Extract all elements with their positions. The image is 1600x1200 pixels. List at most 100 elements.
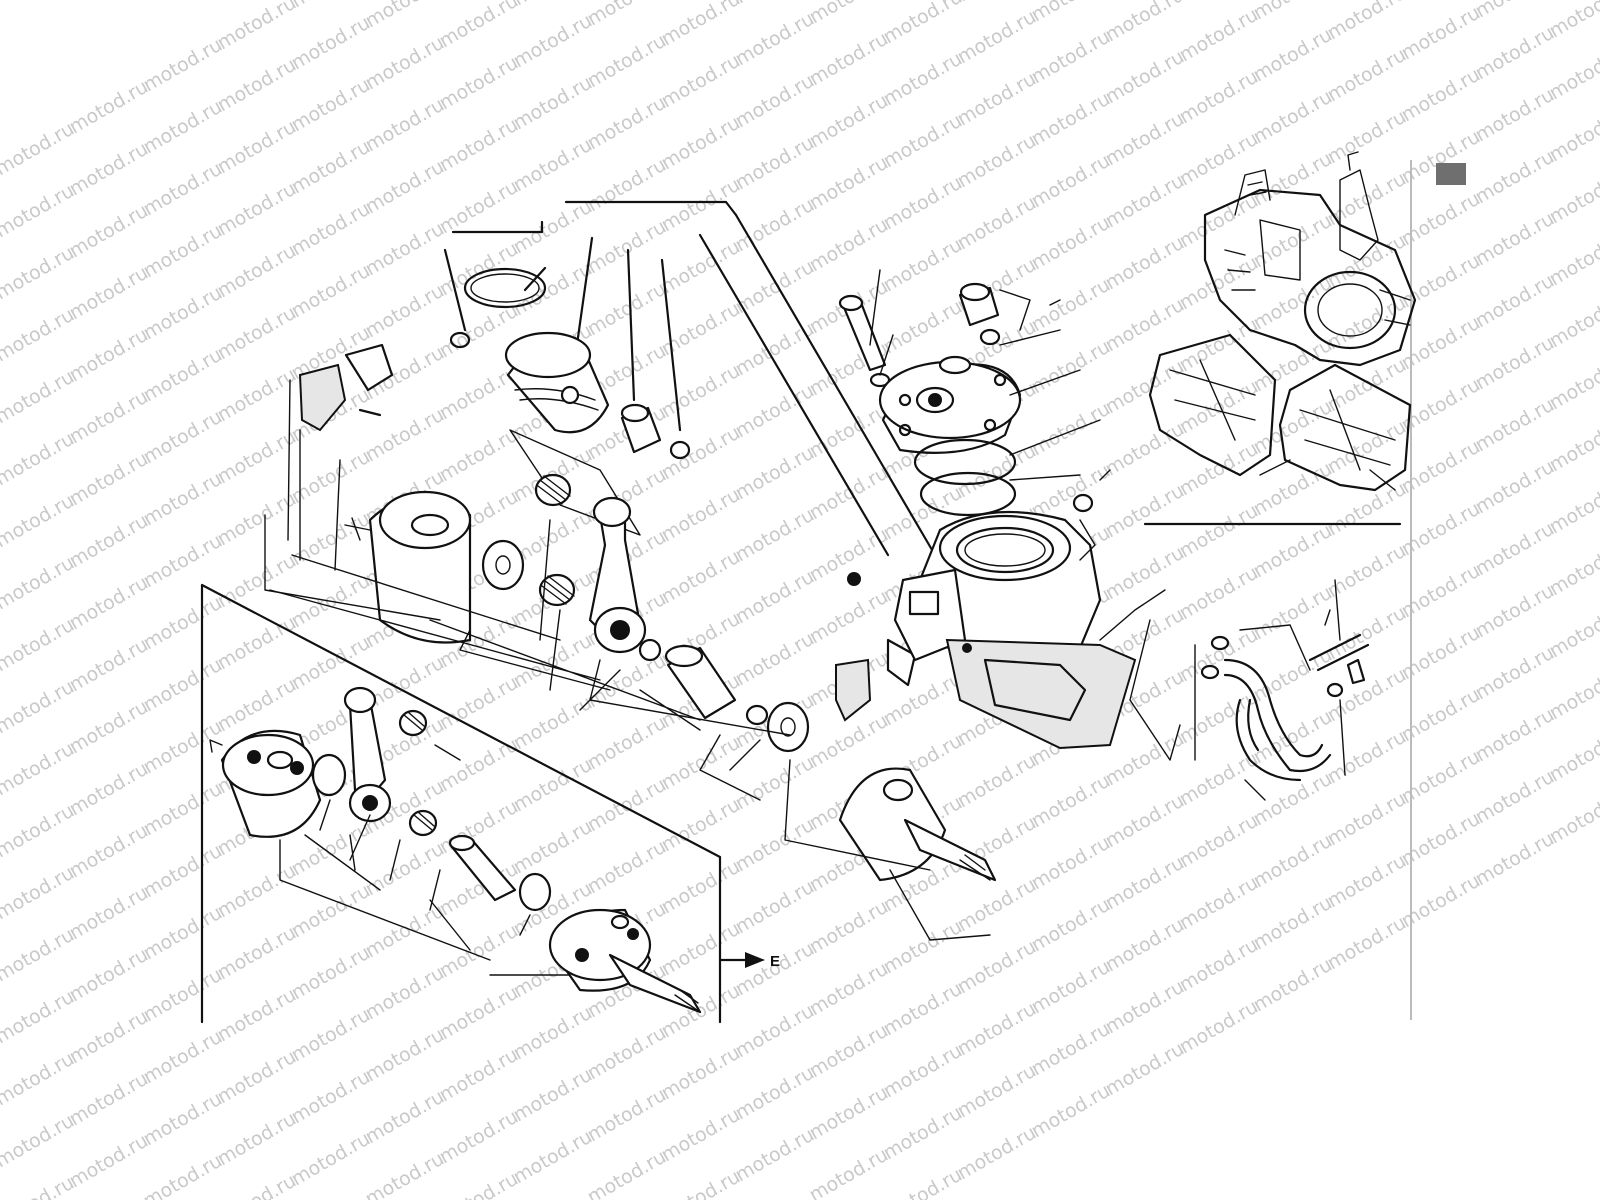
watermark-text: motod.ru: [1176, 500, 1262, 563]
watermark-text: motod.ru: [1176, 66, 1262, 129]
watermark-text: motod.ru: [1250, 954, 1336, 1017]
watermark-text: motod.ru: [66, 510, 152, 573]
watermark-text: motod.ru: [436, 734, 522, 797]
watermark-text: motod.ru: [732, 442, 818, 505]
watermark-text: motod.ru: [1028, 1018, 1114, 1081]
watermark-text: motod.ru: [806, 0, 892, 28]
watermark-text: motod.ru: [362, 962, 448, 1025]
watermark-text: motod.ru: [1472, 518, 1558, 581]
watermark-text: motod.ru: [1546, 538, 1600, 601]
watermark-text: motod.ru: [1472, 332, 1558, 395]
watermark-text: motod.ru: [806, 462, 892, 525]
watermark-text: motod.ru: [732, 566, 818, 629]
watermark-text: motod.ru: [66, 758, 152, 821]
watermark-text: motod.ru: [362, 0, 448, 32]
watermark-text: motod.ru: [1176, 810, 1262, 873]
watermark-text: motod.ru: [1028, 212, 1114, 275]
watermark-text: motod.ru: [806, 1082, 892, 1145]
watermark-text: motod.ru: [1324, 726, 1410, 789]
watermark-text: motod.ru: [1546, 104, 1600, 167]
watermark-text: motod.ru: [1250, 458, 1336, 521]
watermark-text: motod.ru: [66, 138, 152, 201]
watermark-text: motod.ru: [66, 76, 152, 139]
watermark-text: motod.ru: [0, 738, 78, 801]
watermark-text: motod.ru: [1250, 768, 1336, 831]
watermark-text: motod.ru: [1102, 170, 1188, 233]
watermark-text: motod.ru: [66, 696, 152, 759]
watermark-text: motod.ru: [732, 1062, 818, 1125]
watermark-text: motod.ru: [880, 668, 966, 731]
watermark-text: motod.ru: [140, 34, 226, 97]
watermark-text: motod.ru: [1102, 542, 1188, 605]
watermark-text: motod.ru: [1102, 790, 1188, 853]
watermark-text: motod.ru: [880, 48, 966, 111]
watermark-text: motod.ru: [1102, 480, 1188, 543]
watermark-text: motod.ru: [954, 1060, 1040, 1123]
watermark-text: motod.ru: [1324, 602, 1410, 665]
watermark-text: motod.ru: [732, 380, 818, 443]
cylinder-barrel: [847, 493, 1137, 750]
watermark-text: motod.ru: [0, 552, 78, 615]
watermark-text: motod.ru: [1472, 146, 1558, 209]
watermark-text: motod.ru: [1102, 108, 1188, 171]
watermark-text: motod.ru: [436, 1044, 522, 1107]
watermark-text: motod.ru: [0, 180, 78, 243]
watermark-text: motod.ru: [510, 692, 596, 755]
watermark-text: motod.ru: [436, 920, 522, 983]
watermark-text: motod.ru: [0, 428, 78, 491]
watermark-text: motod.ru: [584, 154, 670, 217]
watermark-text: motod.ru: [1472, 828, 1558, 891]
watermark-text: motod.ru: [510, 1002, 596, 1065]
watermark-text: motod.ru: [658, 546, 744, 609]
needle-bearing-top: [534, 473, 572, 507]
watermark-text: motod.ru: [66, 1130, 152, 1193]
watermark-text: motod.ru: [1176, 0, 1262, 4]
watermark-text: motod.ru: [806, 1144, 892, 1200]
watermark-text: motod.ru: [1102, 46, 1188, 109]
leader-lines-middle: [264, 514, 991, 941]
watermark-text: motod.ru: [1028, 460, 1114, 523]
watermark-text: motod.ru: [66, 262, 152, 325]
watermark-text: motod.ru: [954, 192, 1040, 255]
watermark-text: motod.ru: [140, 282, 226, 345]
watermark-text: motod.ru: [1546, 166, 1600, 229]
watermark-text: motod.ru: [1250, 520, 1336, 583]
watermark-text: motod.ru: [658, 1042, 744, 1105]
arrow-e-label: E: [770, 953, 780, 970]
watermark-text: motod.ru: [1102, 1038, 1188, 1101]
watermark-text: motod.ru: [1102, 976, 1188, 1039]
watermark-text: motod.ru: [214, 54, 300, 117]
watermark-text: motod.ru: [732, 1000, 818, 1063]
watermark-text: motod.ru: [1102, 294, 1188, 357]
watermark-text: motod.ru: [362, 218, 448, 281]
watermark-text: motod.ru: [288, 0, 374, 12]
watermark-text: motod.ru: [1028, 956, 1114, 1019]
watermark-text: motod.ru: [1324, 416, 1410, 479]
circlip-left: [449, 331, 471, 349]
watermark-text: motod.ru: [732, 0, 818, 8]
watermark-text: motod.ru: [954, 130, 1040, 193]
watermark-text: motod.ru: [1102, 418, 1188, 481]
watermark-text: motod.ru: [1250, 86, 1336, 149]
watermark-text: motod.ru: [584, 836, 670, 899]
watermark-text: motod.ru: [1472, 84, 1558, 147]
watermark-text: motod.ru: [1176, 128, 1262, 191]
watermark-text: motod.ru: [0, 986, 78, 1049]
watermark-text: motod.ru: [140, 716, 226, 779]
watermark-text: motod.ru: [658, 112, 744, 175]
watermark-text: motod.ru: [510, 1064, 596, 1127]
watermark-text: motod.ru: [880, 1164, 966, 1200]
watermark-text: motod.ru: [66, 1068, 152, 1131]
watermark-text: motod.ru: [510, 72, 596, 135]
watermark-text: motod.ru: [1472, 270, 1558, 333]
watermark-text: motod.ru: [1176, 624, 1262, 687]
watermark-text: motod.ru: [140, 592, 226, 655]
watermark-text: motod.ru: [0, 1048, 78, 1111]
watermark-text: motod.ru: [880, 916, 966, 979]
watermark-text: motod.ru: [1028, 832, 1114, 895]
watermark-text: motod.ru: [140, 530, 226, 593]
watermark-text: motod.ru: [1028, 1080, 1114, 1143]
watermark-text: motod.ru: [584, 0, 670, 30]
watermark-text: motod.ru: [880, 0, 966, 48]
